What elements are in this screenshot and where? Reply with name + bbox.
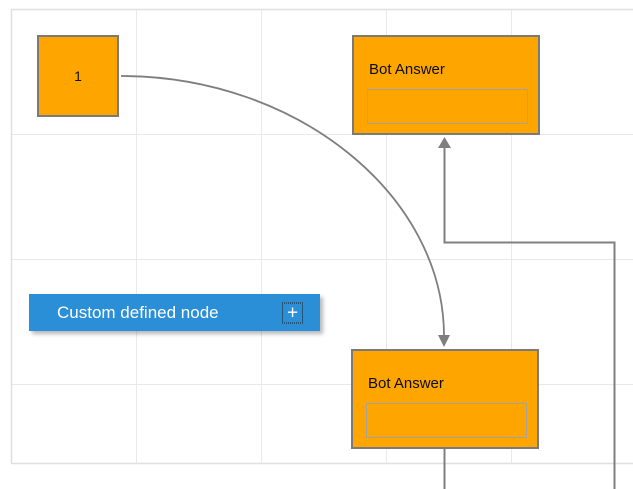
bot-answer-title: Bot Answer: [369, 61, 445, 78]
node-bot-answer-bottom[interactable]: Bot Answer: [351, 349, 539, 449]
node-custom-defined[interactable]: Custom defined node +: [29, 294, 320, 331]
bot-answer-title: Bot Answer: [368, 375, 444, 392]
add-port-button[interactable]: +: [282, 302, 303, 323]
custom-node-label: Custom defined node: [57, 302, 219, 322]
bot-answer-input[interactable]: [367, 89, 528, 124]
arrowhead-up-icon: [438, 137, 451, 148]
arrowhead-down-icon: [438, 335, 450, 347]
plus-icon: +: [286, 302, 299, 323]
connector-curve[interactable]: [120, 75, 450, 347]
connector-orthogonal[interactable]: [438, 137, 616, 489]
node-bot-answer-top[interactable]: Bot Answer: [352, 35, 540, 135]
node-start-label: 1: [74, 68, 82, 84]
canvas-page-border: [10, 8, 633, 465]
node-start[interactable]: 1: [37, 35, 119, 117]
bot-answer-input[interactable]: [366, 403, 527, 438]
